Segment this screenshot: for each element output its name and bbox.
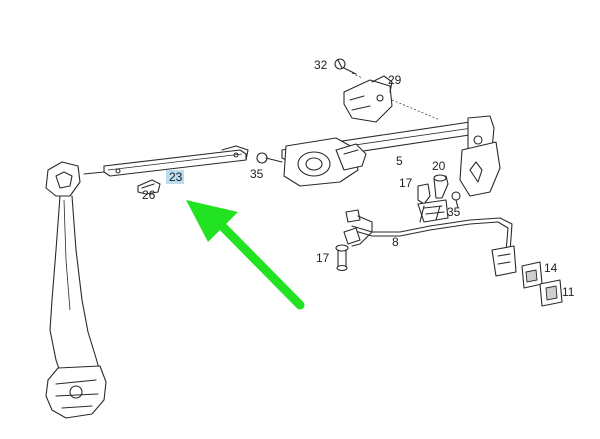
pointer-arrow: [186, 200, 305, 310]
bolt-17-lower: [335, 244, 349, 272]
bracket-29: [343, 75, 393, 123]
callout-8: 8: [392, 235, 399, 249]
callout-32: 32: [314, 58, 328, 72]
callout-14: 14: [544, 261, 558, 275]
guide-rail-23: [103, 145, 249, 177]
callout-35-left: 35: [250, 167, 264, 181]
screw-32: [334, 58, 357, 75]
drive-motor: [283, 137, 367, 187]
callout-20: 20: [432, 159, 446, 173]
callout-17-lower: 17: [316, 251, 330, 265]
wiring-harness-8: [343, 205, 517, 277]
callout-23: 23: [169, 170, 183, 184]
switch-11: [539, 279, 563, 307]
callout-11: 11: [562, 285, 575, 299]
callout-highlight: [166, 170, 184, 184]
fastener-17-upper: [417, 183, 431, 205]
switch-14: [521, 261, 543, 289]
callout-17-upper: 17: [399, 176, 413, 190]
seat-belt-assembly: [45, 161, 107, 419]
callout-5: 5: [396, 154, 403, 168]
callout-29: 29: [388, 73, 402, 87]
screw-35-right: [451, 191, 461, 209]
callout-35-right: 35: [447, 205, 461, 219]
callout-26: 26: [142, 188, 156, 202]
clip-26: [137, 179, 161, 195]
fastener-20: [433, 174, 449, 199]
screw-35-left: [256, 152, 283, 164]
